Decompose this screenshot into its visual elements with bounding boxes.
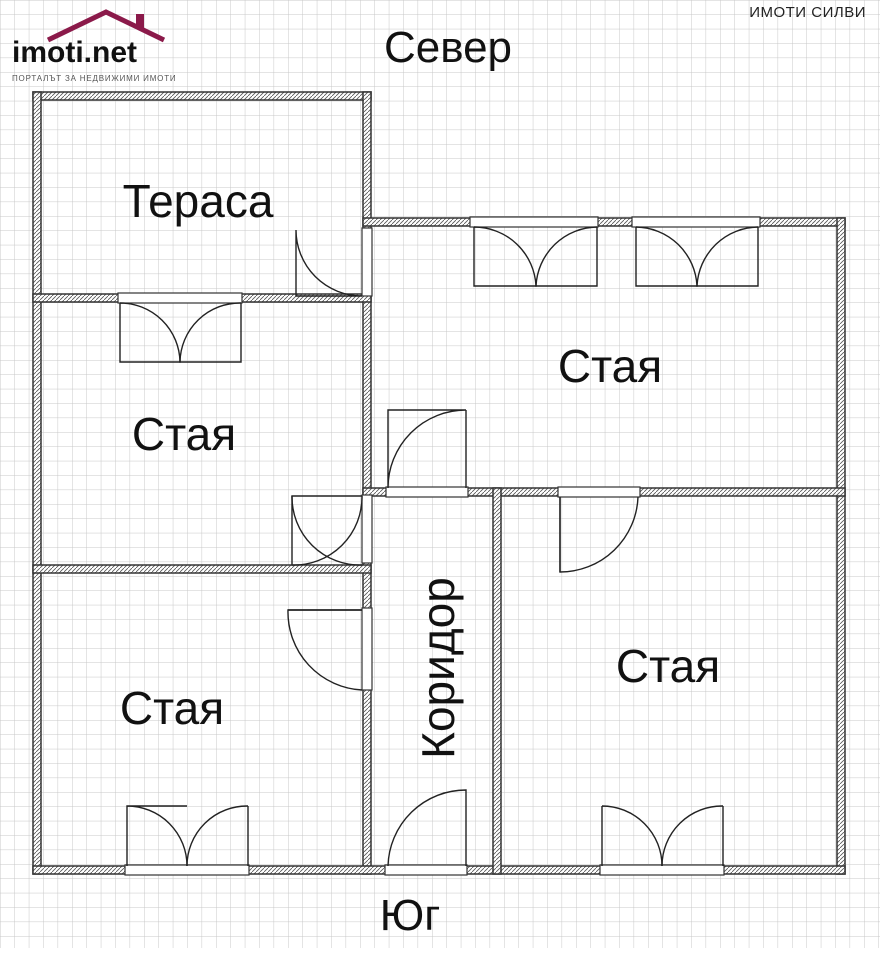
door-swing-icon: [186, 805, 249, 867]
door-swing-icon: [601, 805, 663, 867]
wall-left-middle: [32, 564, 372, 574]
room-label-bottom-right: Стая: [616, 640, 720, 692]
room-label-bottom-left: Стая: [120, 682, 224, 734]
door-swing-icon: [287, 609, 363, 691]
door-swing-icon: [535, 226, 598, 287]
door-swing-icon: [126, 805, 188, 867]
imoti-logo: imoti.net ПОРТАЛЪТ ЗА НЕДВИЖИМИ ИМОТИ: [8, 8, 178, 88]
left-room-door-gap: [361, 494, 373, 564]
wall-right-top: [362, 217, 846, 227]
wall-left: [32, 91, 42, 875]
bottom-left-door-gap: [361, 607, 373, 691]
bottom-right-door-gap: [557, 486, 641, 498]
north-label: Север: [384, 23, 512, 72]
window-top-1: [469, 216, 599, 228]
logo-tagline: ПОРТАЛЪТ ЗА НЕДВИЖИМИ ИМОТИ: [12, 74, 177, 83]
openings: [117, 216, 761, 876]
wall-corridor-right: [492, 487, 502, 875]
wall-terrace-top: [32, 91, 372, 101]
door-swing-icon: [291, 495, 363, 566]
top-right-door-gap: [385, 486, 469, 498]
door-swing-icon: [179, 302, 242, 363]
room-label-corridor: Коридор: [412, 577, 464, 759]
house-roof-icon: [46, 9, 166, 43]
door-swing-icon: [291, 495, 363, 566]
south-label: Юг: [380, 891, 441, 940]
door-opening-terrace: [117, 292, 243, 304]
entrance-opening: [384, 864, 468, 876]
door-swing-icon: [696, 226, 759, 287]
room-label-top-right: Стая: [558, 340, 662, 392]
door-swing-icon: [295, 229, 363, 297]
door-swings: [119, 226, 759, 867]
wall-center-left: [362, 91, 372, 875]
room-label-terrace: Тераса: [123, 175, 274, 227]
window-top-2: [631, 216, 761, 228]
agency-brand: ИМОТИ СИЛВИ: [749, 4, 866, 21]
window-bottom-left: [124, 864, 250, 876]
door-swing-icon: [387, 789, 467, 867]
wall-right: [836, 217, 846, 875]
room-label-top-left: Стая: [132, 408, 236, 460]
door-swing-icon: [387, 409, 467, 489]
terrace-door-gap: [361, 227, 373, 297]
window-bottom-right: [599, 864, 725, 876]
logo-text: imoti.net: [12, 36, 137, 69]
door-swing-icon: [661, 805, 724, 867]
door-swing-icon: [559, 496, 639, 573]
